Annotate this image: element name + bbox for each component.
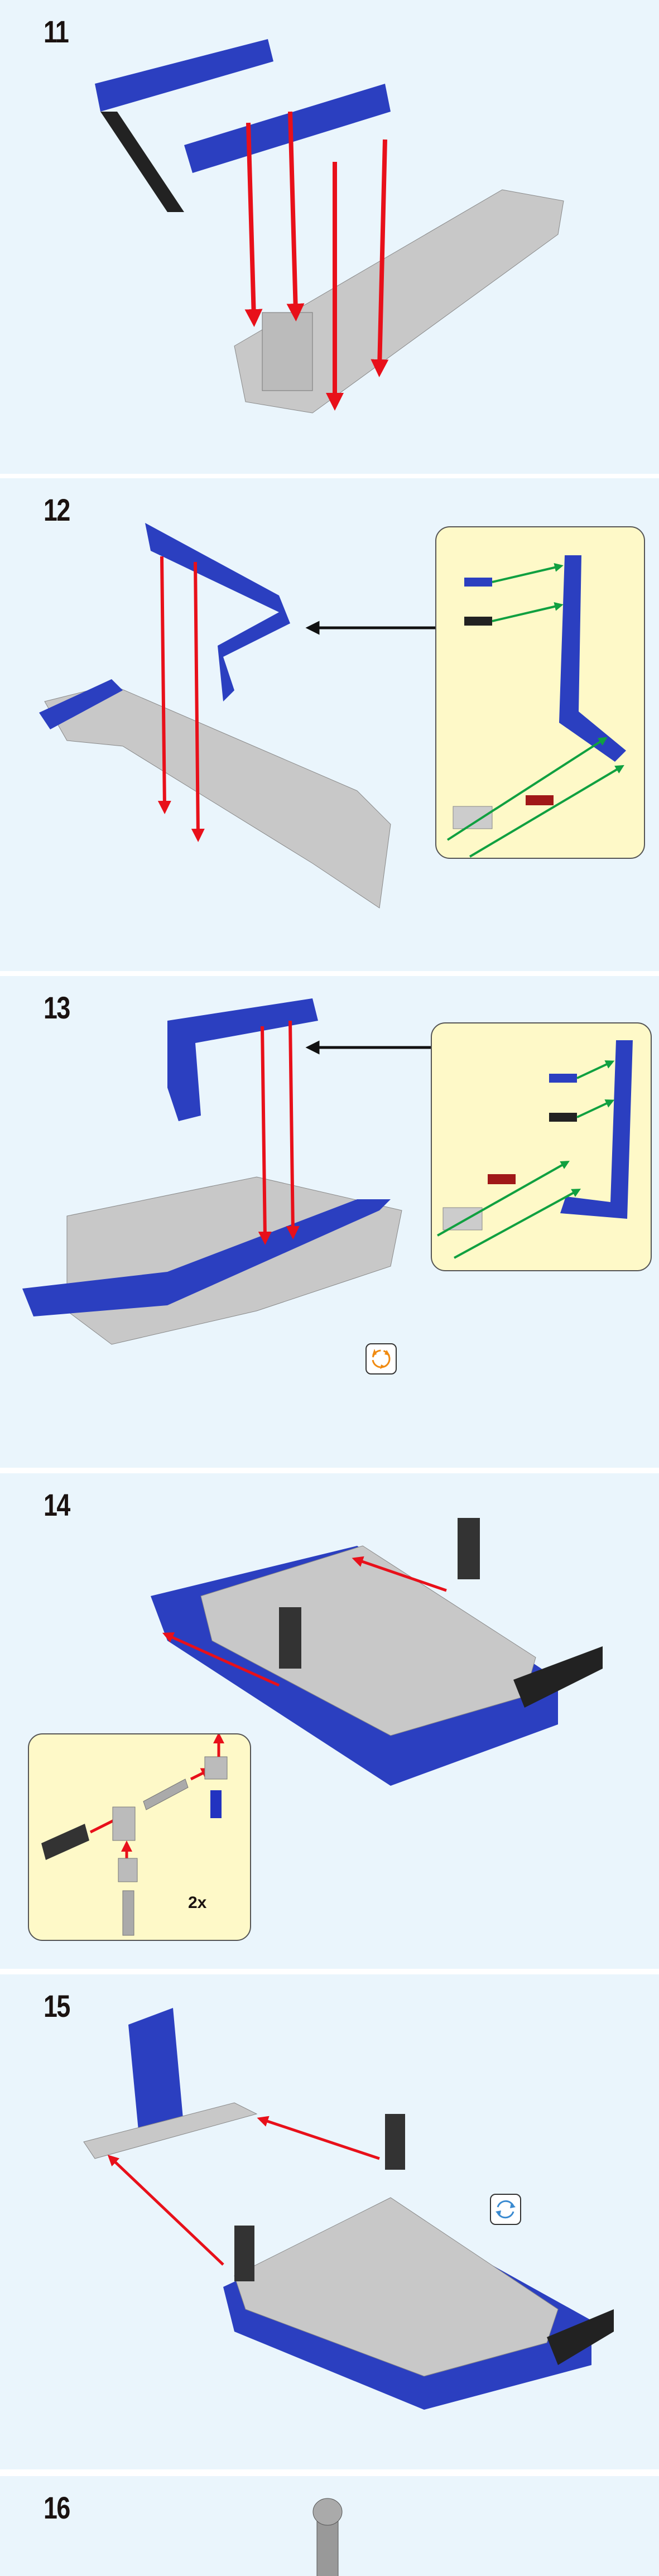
step-12-panel: 12 [0,478,659,971]
step-16-illustration [312,2498,343,2576]
black-beam [547,2309,614,2365]
step-16-panel: 16 [0,2476,659,2576]
blue-beam [184,84,391,173]
step-number: 11 [44,14,69,49]
step-number: 12 [44,492,70,527]
black-connector [234,2226,254,2281]
grey-beam [83,2102,258,2159]
step-11-illustration [95,39,564,414]
sub-assembly-callout: 2x [28,1733,251,1941]
blue-beam [39,679,123,729]
step-number: 16 [44,2490,70,2525]
step-11-panel: 11 [0,0,659,474]
grey-frame [44,684,391,909]
step-number: 14 [44,1487,70,1522]
black-beam [513,1646,603,1708]
blue-beam [95,39,273,112]
sub-assembly-callout [435,526,645,859]
step-14-panel: 14 2x [0,1473,659,1969]
black-beam [100,112,184,212]
axle-cap [312,2498,343,2526]
sub-assembly-callout [431,1022,652,1271]
black-connector [458,1518,480,1579]
blue-beam [145,523,290,701]
step-number: 13 [44,990,70,1025]
black-connector [385,2114,405,2170]
step-12-illustration [39,523,435,909]
step-13-illustration [22,998,431,1345]
rotate-model-icon [365,1343,397,1374]
quantity-label: 2x [188,1893,207,1912]
grey-frame [234,2197,559,2377]
step-14-illustration [151,1518,603,1786]
step-15-illustration [83,2008,614,2410]
grey-frame [234,189,564,414]
black-connector [279,1607,301,1669]
blue-frame [128,2008,184,2142]
step-13-panel: 13 [0,976,659,1468]
step-number: 15 [44,1988,70,2024]
grey-connector [262,312,313,391]
rotate-model-icon [490,2194,521,2225]
step-15-panel: 15 [0,1974,659,2469]
blue-beam [167,998,318,1121]
